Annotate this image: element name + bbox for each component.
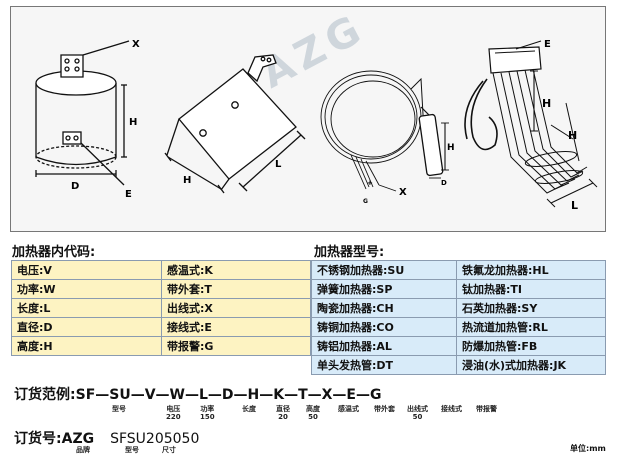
label-h4a: H (542, 97, 551, 110)
sub-label-jacket: 带外套 (374, 405, 395, 413)
heater-drawings: AZG X H D E (35, 7, 598, 212)
label-l2: L (275, 159, 282, 170)
model-cell: 弹簧加热器:SP (311, 279, 457, 299)
table-row: 铸铝加热器:AL 防爆加热管:FB (311, 336, 606, 356)
band-heater-drawing (35, 40, 130, 186)
internal-code-heading: 加热器内代码: (12, 245, 96, 260)
plate-heater-drawing (164, 54, 306, 194)
cartridge-heater-drawing (320, 70, 449, 192)
sub-label-length: 长度 (242, 405, 256, 413)
sub-label-order-model: 型号 (125, 446, 139, 454)
heater-model-heading: 加热器型号: (314, 245, 385, 260)
table-row: 陶瓷加热器:CH 石英加热器:SY (311, 298, 606, 318)
code-cell: 接线式:E (161, 317, 311, 337)
label-h2: H (183, 175, 191, 186)
table-row: 长度:L 出线式:X (11, 298, 311, 318)
model-cell: 单头发热管:DT (311, 355, 457, 375)
order-number-brand: AZG (61, 431, 95, 447)
model-cell: 防爆加热管:FB (456, 336, 606, 356)
label-x1: X (132, 39, 140, 50)
sub-label-brand: 品牌 (76, 446, 90, 454)
model-cell: 铸铝加热器:AL (311, 336, 457, 356)
table-row: 铸铜加热器:CO 热流道加热管:RL (311, 317, 606, 337)
model-cell: 石英加热器:SY (456, 298, 606, 318)
label-x3: X (399, 187, 407, 198)
code-cell: 电压:V (11, 260, 162, 280)
table-row: 电压:V 感温式:K (11, 260, 311, 280)
order-example-line: 订货范例:SF—SU—V—W—L—D—H—K—T—X—E—G (14, 384, 382, 404)
model-cell: 陶瓷加热器:CH (311, 298, 457, 318)
label-e4: E (544, 39, 551, 50)
label-h3: H (447, 143, 455, 153)
sub-label-voltage: 电压 220 (166, 405, 181, 421)
sub-label-height: 高度 50 (306, 405, 320, 421)
sub-label-terminal: 接线式 (441, 405, 462, 413)
model-cell: 不锈钢加热器:SU (311, 260, 457, 280)
label-plus3: + (367, 179, 373, 187)
immersion-heater-drawing (464, 40, 598, 208)
sub-label-size: 尺寸 (162, 446, 176, 454)
code-cell: 出线式:X (161, 298, 311, 318)
table-row: 单头发热管:DT 浸油(水)式加热器:JK (311, 355, 606, 375)
code-cell: 感温式:K (161, 260, 311, 280)
label-l4: L (571, 199, 578, 212)
code-cell: 直径:D (11, 317, 162, 337)
sub-label-lead-out: 出线式 50 (407, 405, 428, 421)
code-cell: 带外套:T (161, 279, 311, 299)
sub-label-thermo: 感温式 (338, 405, 359, 413)
heater-model-table: 不锈钢加热器:SU 铁氟龙加热器:HL 弹簧加热器:SP 钛加热器:TI 陶瓷加… (311, 260, 606, 375)
order-number-label: 订货号: (14, 431, 62, 447)
sub-label-diameter: 直径 20 (276, 405, 290, 421)
internal-code-table: 电压:V 感温式:K 功率:W 带外套:T 长度:L 出线式:X 直径:D 接线… (11, 260, 311, 356)
sub-label-alarm: 带报警 (476, 405, 497, 413)
order-number-model: SFSU205050 (110, 431, 200, 447)
table-row: 不锈钢加热器:SU 铁氟龙加热器:HL (311, 260, 606, 280)
label-h1: H (129, 117, 137, 128)
code-cell: 带报警:G (161, 336, 311, 356)
table-row: 高度:H 带报警:G (11, 336, 311, 356)
model-cell: 铁氟龙加热器:HL (456, 260, 606, 280)
table-row: 直径:D 接线式:E (11, 317, 311, 337)
code-cell: 高度:H (11, 336, 162, 356)
label-d1: D (71, 181, 79, 192)
order-number-line: 订货号:AZG SFSU205050 (14, 428, 199, 448)
order-example-label: 订货范例: (14, 387, 76, 403)
model-cell: 热流道加热管:RL (456, 317, 606, 337)
sub-label-power: 功率 150 (200, 405, 215, 421)
order-example-code: SF—SU—V—W—L—D—H—K—T—X—E—G (75, 387, 382, 403)
table-row: 弹簧加热器:SP 钛加热器:TI (311, 279, 606, 299)
model-cell: 铸铜加热器:CO (311, 317, 457, 337)
label-e1: E (125, 189, 132, 200)
model-cell: 钛加热器:TI (456, 279, 606, 299)
code-cell: 功率:W (11, 279, 162, 299)
table-row: 功率:W 带外套:T (11, 279, 311, 299)
label-g3: G (363, 198, 368, 205)
code-cell: 长度:L (11, 298, 162, 318)
label-h4b: H (568, 129, 577, 142)
label-d3: D (441, 179, 447, 187)
product-drawing-panel: AZG X H D E (10, 6, 606, 232)
model-cell: 浸油(水)式加热器:JK (456, 355, 606, 375)
unit-note: 单位:mm (570, 444, 606, 453)
sub-label-model: 型号 (112, 405, 126, 413)
